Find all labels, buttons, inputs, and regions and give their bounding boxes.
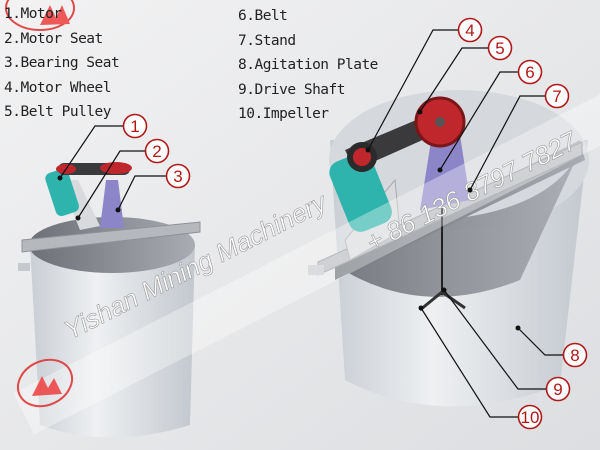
svg-text:5: 5 [495,39,504,58]
legend-item: 4.Motor Wheel [4,79,112,96]
mountain-logo-top [5,0,75,31]
callout-3: 3 [165,163,191,189]
legend-item: 10.Impeller [238,106,329,122]
parts-legend-right: 6.Belt 7.Stand 8.Agitation Plate 9.Drive… [238,4,378,127]
callout-5: 5 [487,35,513,61]
callout-6: 6 [517,59,543,85]
parts-legend-left: 1.Motor 2.Motor Seat 3.Bearing Seat 4.Mo… [4,2,120,125]
legend-item: 5.Belt Pulley [4,104,112,120]
svg-text:3: 3 [173,167,182,186]
svg-text:2: 2 [152,142,161,161]
svg-text:9: 9 [553,380,562,399]
legend-item: 8.Agitation Plate [238,57,378,73]
svg-text:7: 7 [552,87,561,106]
leader-dots [57,109,521,331]
small-tank [18,162,201,438]
legend-item: 3.Bearing Seat [4,55,120,71]
legend-item: 2.Motor Seat [4,30,103,47]
mountain-logo [16,358,74,408]
legend-item: 1.Motor [4,6,62,22]
svg-text:6: 6 [525,63,534,82]
legend-item: 7.Stand [238,32,296,49]
callout-2: 2 [144,138,170,164]
callout-4: 4 [457,17,483,43]
leader-lines [59,29,563,418]
svg-text:10: 10 [521,408,540,427]
callouts: 1 2 3 4 5 6 7 8 9 10 [122,17,588,430]
large-tank [308,90,589,407]
callout-7: 7 [544,83,570,109]
callout-8: 8 [562,342,588,368]
svg-text:1: 1 [130,117,139,136]
callout-1: 1 [122,113,148,139]
svg-text:8: 8 [570,346,579,365]
legend-item: 9.Drive Shaft [238,81,345,98]
svg-text:4: 4 [465,21,474,40]
callout-10: 10 [517,404,543,430]
callout-9: 9 [545,376,571,402]
legend-item: 6.Belt [238,8,288,24]
